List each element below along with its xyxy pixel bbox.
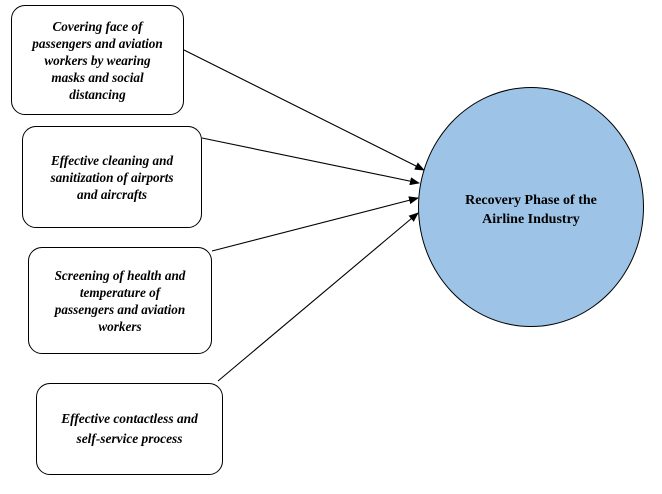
outcome-label: Recovery Phase of the Airline Industry [465,193,597,227]
factor-label: Covering face of passengers and aviation… [32,18,163,102]
arrow-factor-3-to-outcome [211,196,419,252]
outcome-circle: Recovery Phase of the Airline Industry [418,87,644,327]
arrow-factor-2-to-outcome [201,137,420,186]
factor-box-contactless-process: Effective contactless and self-service p… [36,383,223,475]
arrow-factor-1-to-outcome [183,49,425,171]
factor-box-cleaning-sanitization: Effective cleaning and sanitization of a… [22,126,202,228]
factor-label: Screening of health and temperature of p… [54,267,186,334]
arrow-factor-4-to-outcome [217,212,419,382]
factor-box-health-screening: Screening of health and temperature of p… [28,247,212,354]
factor-box-face-covering: Covering face of passengers and aviation… [11,5,184,115]
factor-label: Effective contactless and self-service p… [61,411,198,446]
factor-label: Effective cleaning and sanitization of a… [50,152,174,202]
